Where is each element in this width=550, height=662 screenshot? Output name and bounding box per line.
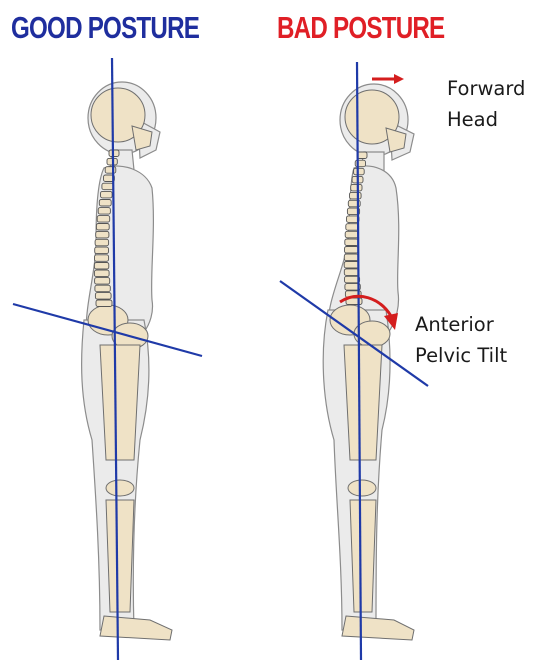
- vertebra: [95, 255, 109, 261]
- vertebra: [102, 183, 113, 190]
- vertebra: [350, 192, 362, 199]
- vertebra: [344, 262, 358, 269]
- vertebra: [96, 300, 112, 307]
- good-posture-figure: [82, 82, 172, 640]
- vertebra: [95, 239, 109, 246]
- vertebra: [345, 247, 359, 254]
- anterior-pelvic-tilt-label-line2: Pelvic Tilt: [415, 340, 507, 371]
- forward-head-arrow: [372, 74, 404, 84]
- vertebra: [344, 254, 358, 261]
- vertebra: [345, 276, 360, 283]
- anterior-pelvic-tilt-label-line1: Anterior: [415, 309, 507, 340]
- vertebra: [97, 216, 110, 223]
- vertebra: [94, 263, 108, 270]
- vertebra: [345, 231, 358, 238]
- vertebra: [94, 270, 109, 277]
- vertebra: [96, 231, 109, 238]
- forward-head-label-line1: Forward: [447, 73, 525, 104]
- vertebra: [95, 285, 110, 292]
- vertebra: [95, 278, 110, 285]
- vertebra: [95, 293, 111, 300]
- vertebra: [98, 208, 110, 215]
- forward-head-label-line2: Head: [447, 104, 525, 135]
- anterior-pelvic-tilt-label: Anterior Pelvic Tilt: [415, 309, 507, 371]
- vertebra: [351, 184, 362, 191]
- forward-head-label: Forward Head: [447, 73, 525, 135]
- vertebra: [345, 239, 359, 246]
- vertebra: [96, 224, 109, 231]
- vertebra: [99, 200, 111, 207]
- vertebra: [344, 269, 359, 276]
- vertebra: [95, 247, 109, 254]
- bad-posture-figure: [323, 84, 414, 640]
- vertebra: [354, 168, 365, 175]
- vertebra: [346, 224, 359, 231]
- vertebra: [101, 191, 113, 198]
